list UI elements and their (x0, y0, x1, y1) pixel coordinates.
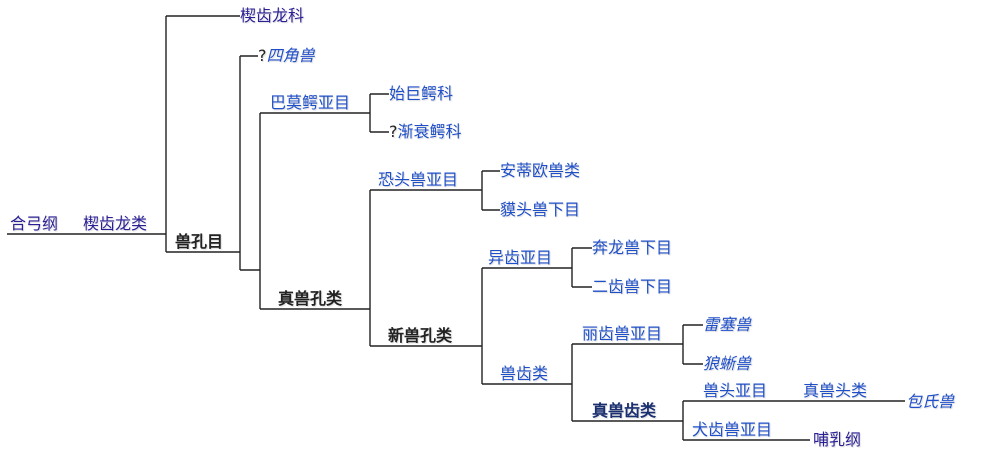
node-raranimus[interactable]: 雷塞兽 (703, 315, 752, 334)
node-venyukovioidea[interactable]: 奔龙兽下目 (592, 238, 673, 257)
node-theriodontia[interactable]: 兽齿类 (500, 364, 549, 383)
node-anomodontia[interactable]: 异齿亚目 (488, 248, 553, 267)
node-sphenacodontia[interactable]: 楔齿龙类 (83, 214, 148, 233)
node-lycaenops[interactable]: 狼蜥兽 (703, 354, 752, 373)
node-eutherapsida: 真兽孔类 (278, 289, 343, 308)
node-bauria[interactable]: 包氏兽 (906, 392, 955, 411)
node-therocephalia[interactable]: 兽头亚目 (703, 381, 768, 400)
node-dicynodontia[interactable]: 二齿兽下目 (592, 277, 673, 296)
node-tetraceratops-wrap: ?四角兽 (258, 46, 315, 66)
node-neotherapsida: 新兽孔类 (388, 326, 453, 345)
node-therapsida: 兽孔目 (175, 232, 224, 251)
node-gorgonopsia[interactable]: 丽齿兽亚目 (582, 324, 663, 343)
node-biarmosuchia[interactable]: 巴莫鳄亚目 (270, 93, 351, 112)
node-synapsida[interactable]: 合弓纲 (10, 214, 59, 233)
node-tapinocephalia[interactable]: 貘头兽下目 (500, 200, 581, 219)
node-anteosauria[interactable]: 安蒂欧兽类 (500, 161, 581, 180)
node-eotitanosuchidae[interactable]: 始巨鳄科 (389, 84, 454, 103)
node-cynodontia[interactable]: 犬齿兽亚目 (692, 420, 773, 439)
node-phthinosuchidae-wrap: ?渐衰鳄科 (389, 122, 462, 142)
uncertain-mark: ? (389, 122, 398, 141)
node-eutheriodontia: 真兽齿类 (592, 401, 657, 420)
node-phthinosuchidae[interactable]: 渐衰鳄科 (397, 122, 462, 141)
uncertain-mark: ? (258, 46, 267, 65)
node-eutherocephalia[interactable]: 真兽头类 (803, 381, 868, 400)
node-dinocephalia[interactable]: 恐头兽亚目 (378, 170, 459, 189)
node-tetraceratops[interactable]: 四角兽 (266, 46, 315, 65)
node-mammalia[interactable]: 哺乳纲 (813, 430, 862, 449)
node-sphenacodontidae[interactable]: 楔齿龙科 (240, 6, 305, 25)
